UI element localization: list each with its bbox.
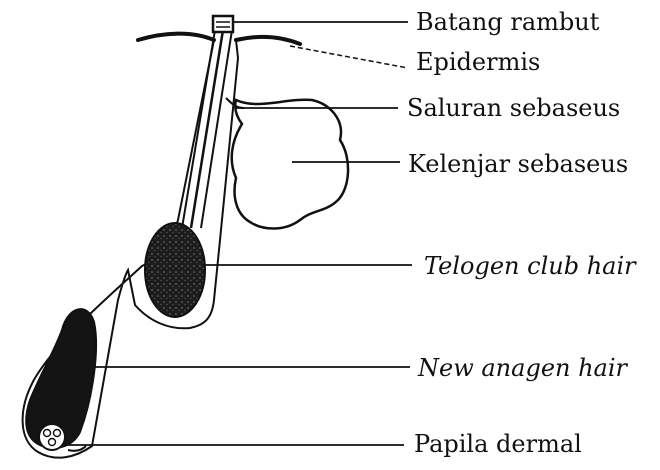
label-hair-shaft: Batang rambut: [416, 8, 600, 36]
papilla-base: [68, 446, 86, 451]
label-new-anagen-hair: New anagen hair: [417, 354, 629, 382]
sebaceous-gland: [232, 100, 348, 229]
telogen-club-bulb: [145, 223, 205, 317]
label-sebaceous-duct: Saluran sebaseus: [407, 94, 620, 122]
hair-shaft-tip: [213, 16, 233, 32]
label-dermal-papilla: Papila dermal: [414, 430, 582, 458]
label-epidermis: Epidermis: [416, 48, 540, 76]
epidermis-line-right: [236, 37, 300, 44]
hair-shaft-right-edge: [201, 30, 232, 228]
epidermis-line-left: [138, 34, 214, 40]
label-telogen-club-hair: Telogen club hair: [424, 252, 637, 280]
label-sebaceous-gland: Kelenjar sebaseus: [408, 150, 628, 178]
hair-shaft-left-edge: [182, 30, 215, 228]
leader-epidermis: [290, 46, 408, 68]
